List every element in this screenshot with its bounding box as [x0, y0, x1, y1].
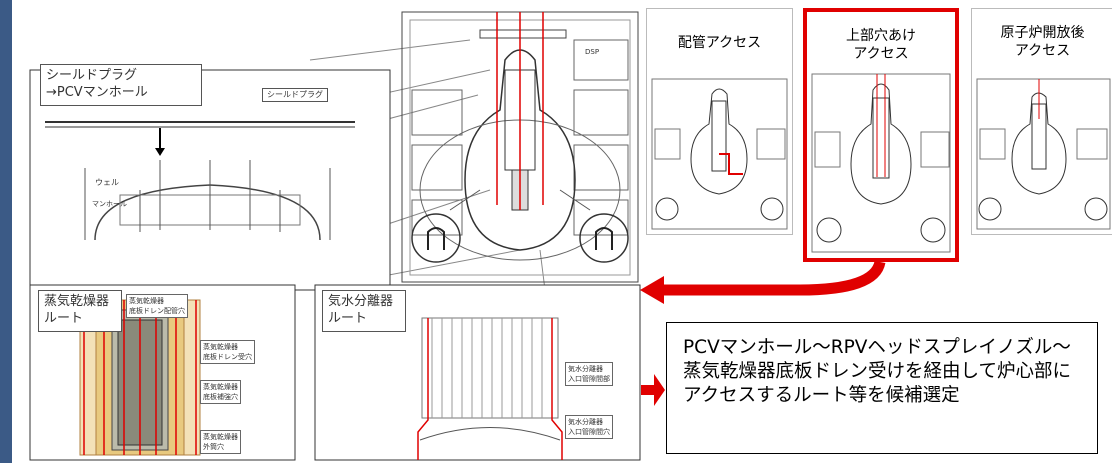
- access-option-top-drilling: 上部穴あけ アクセス: [803, 8, 959, 262]
- access-option-title: 原子炉開放後 アクセス: [1000, 25, 1085, 59]
- dryer-note-3: 蒸気乾燥器 底板補強穴: [200, 380, 241, 404]
- well-label: ウェル: [95, 178, 119, 187]
- dsp-label: DSP: [585, 48, 600, 56]
- shield-plug-callout-label: シールドプラグ →PCVマンホール: [40, 64, 202, 106]
- dryer-note-2: 蒸気乾燥器 底板ドレン受穴: [200, 340, 255, 364]
- red-block-arrow: [641, 374, 665, 406]
- separator-note-1: 気水分離器 入口管隙間部: [565, 362, 613, 386]
- left-accent-bar: [0, 0, 12, 463]
- separator-note-2: 気水分離器 入口管隙間穴: [565, 415, 613, 439]
- access-option-title: 上部穴あけ アクセス: [846, 28, 916, 62]
- separator-route-label: 気水分離器 ルート: [322, 290, 406, 332]
- conclusion-box: PCVマンホール～RPVヘッドスプレイノズル～蒸気乾燥器底板ドレン受けを経由して…: [666, 322, 1098, 454]
- access-option-title: 配管アクセス: [677, 35, 762, 51]
- shield-plug-tag: シールドプラグ: [262, 88, 328, 102]
- access-option-piping: 配管アクセス: [646, 8, 793, 235]
- shield-plug-panel: [29, 69, 391, 291]
- central-route-lines: [496, 12, 544, 210]
- dryer-note-4: 蒸気乾燥器 外筒穴: [200, 430, 241, 454]
- dryer-route-label: 蒸気乾燥器 ルート: [38, 290, 122, 332]
- after-opening-thumbnail: [976, 78, 1111, 230]
- dryer-note-1: 蒸気乾燥器 底板ドレン配管穴: [126, 294, 188, 318]
- piping-thumbnail: [651, 78, 788, 230]
- top-drilling-thumbnail: [811, 73, 951, 253]
- manhole-label: マンホール: [92, 200, 127, 208]
- red-selection-arrow: [640, 260, 886, 304]
- access-option-after-opening: 原子炉開放後 アクセス: [971, 8, 1112, 235]
